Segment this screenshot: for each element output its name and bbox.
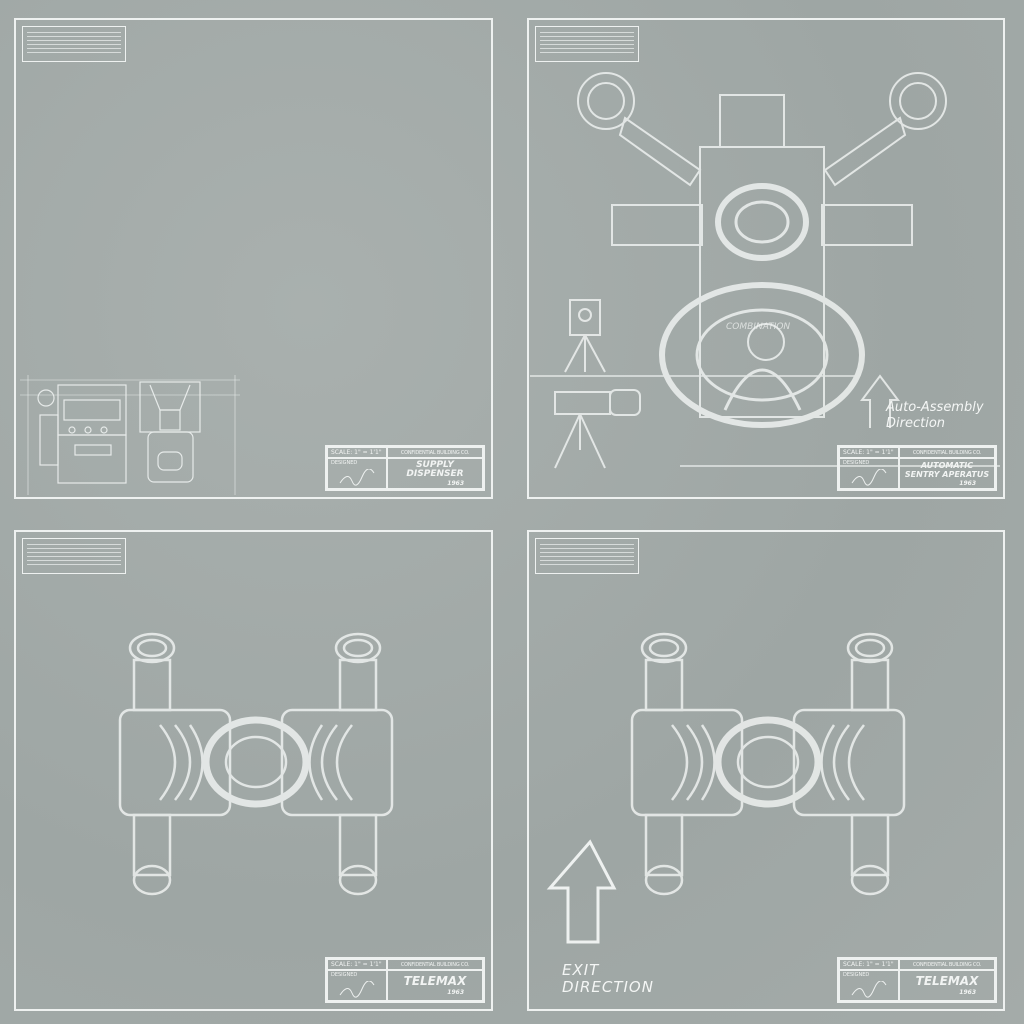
signature: DESIGNED <box>327 970 387 1001</box>
exit-direction-label: EXIT DIRECTION <box>562 961 654 996</box>
title-text: SUPPLY DISPENSER <box>406 459 464 479</box>
company-label: CONFIDENTIAL BUILDING CO. <box>387 959 483 970</box>
notes-block <box>22 538 126 574</box>
year: 1963 <box>447 479 464 487</box>
notes-block <box>535 26 639 62</box>
title-block: SCALE: 1" = 1'1" CONFIDENTIAL BUILDING C… <box>325 957 485 1003</box>
telemax-drawing-right <box>630 632 906 896</box>
signature: DESIGNED <box>327 458 387 489</box>
sentry-drawing <box>530 72 1000 469</box>
auto-assembly-label: Auto-Assembly Direction <box>886 400 984 431</box>
scale-label: SCALE: 1" = 1'1" <box>839 447 899 458</box>
title-block: SCALE: 1" = 1'1" CONFIDENTIAL BUILDING C… <box>837 957 997 1003</box>
dispenser-drawing <box>20 375 240 495</box>
scale-label: SCALE: 1" = 1'1" <box>327 447 387 458</box>
panel-supply-dispenser <box>14 18 493 499</box>
designed-label: DESIGNED <box>843 460 870 466</box>
scale-label: SCALE: 1" = 1'1" <box>839 959 899 970</box>
year: 1963 <box>959 989 976 996</box>
exit-arrow-icon <box>546 839 617 944</box>
year: 1963 <box>959 479 976 487</box>
designed-label: DESIGNED <box>331 972 358 978</box>
designed-label: DESIGNED <box>843 972 870 978</box>
title-text: TELEMAX <box>915 974 979 988</box>
company-label: CONFIDENTIAL BUILDING CO. <box>387 447 483 458</box>
signature: DESIGNED <box>839 458 899 489</box>
panel-telemax-1 <box>14 530 493 1011</box>
title-block: SCALE: 1" = 1'1" CONFIDENTIAL BUILDING C… <box>325 445 485 491</box>
panel-telemax-2 <box>527 530 1005 1011</box>
designed-label: DESIGNED <box>331 460 358 466</box>
company-label: CONFIDENTIAL BUILDING CO. <box>899 959 995 970</box>
notes-block <box>535 538 639 574</box>
telemax-drawing-left <box>118 632 394 896</box>
title-text: AUTOMATIC SENTRY APERATUS <box>904 460 990 479</box>
year: 1963 <box>447 989 464 996</box>
title-text: TELEMAX <box>403 974 467 988</box>
sentry-part-label: COMBINATION <box>726 322 791 332</box>
notes-block <box>22 26 126 62</box>
title-block: SCALE: 1" = 1'1" CONFIDENTIAL BUILDING C… <box>837 445 997 491</box>
signature: DESIGNED <box>839 970 899 1001</box>
panel-sentry <box>527 18 1005 499</box>
company-label: CONFIDENTIAL BUILDING CO. <box>899 447 995 458</box>
scale-label: SCALE: 1" = 1'1" <box>327 959 387 970</box>
